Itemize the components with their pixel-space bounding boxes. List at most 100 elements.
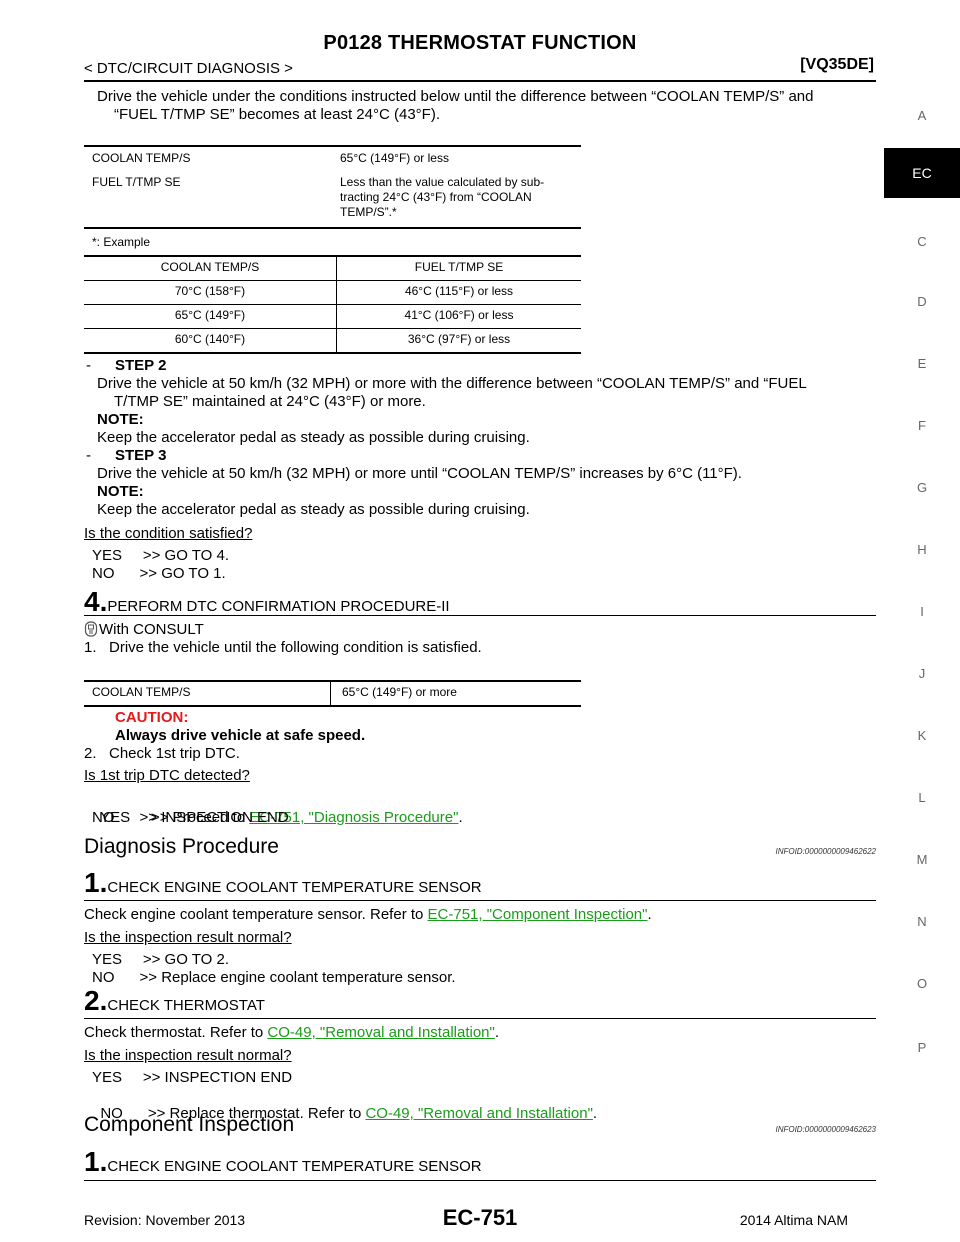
- link-removal-installation[interactable]: CO-49, "Removal and Installation": [365, 1105, 593, 1122]
- body-suffix: .: [494, 1024, 500, 1041]
- table-row: 65°C (149°F) 41°C (106°F) or less: [84, 304, 581, 329]
- sidebar-item-h[interactable]: H: [917, 542, 927, 557]
- step4-rule: [84, 615, 876, 616]
- consult-label: With CONSULT: [99, 621, 204, 638]
- sidebar-item-j[interactable]: J: [918, 666, 926, 681]
- comp-step1-rule: [84, 1180, 876, 1181]
- header-rule: [84, 80, 876, 82]
- caution-text: Always drive vehicle at safe speed.: [115, 727, 366, 744]
- sidebar-item-o[interactable]: O: [916, 976, 928, 991]
- sidebar-item-d[interactable]: D: [917, 294, 927, 309]
- answer-no: NO >> Replace thermostat. Refer to CO-49…: [92, 1087, 597, 1123]
- intro-line1: Drive the vehicle under the conditions i…: [97, 88, 814, 105]
- sidebar-item-k[interactable]: K: [917, 728, 927, 743]
- sidebar-item-ec[interactable]: EC: [884, 148, 960, 198]
- sidebar-item-m[interactable]: M: [916, 852, 928, 867]
- question-dtc: Is 1st trip DTC detected?: [84, 767, 250, 784]
- sidebar-item-g[interactable]: G: [916, 480, 928, 495]
- caution-label: CAUTION:: [115, 709, 189, 726]
- sidebar-item-e[interactable]: E: [917, 356, 927, 371]
- step-number: 4.: [84, 586, 108, 617]
- step2-label: STEP 2: [115, 357, 167, 374]
- consult-icon: [84, 621, 98, 642]
- footer-page-number: EC-751: [442, 1205, 518, 1230]
- table2-bottom-rule: [84, 352, 581, 354]
- table-row: 60°C (140°F) 36°C (97°F) or less: [84, 328, 581, 352]
- answer-suffix: .: [592, 1105, 598, 1122]
- link-component-inspection[interactable]: EC-751, "Component Inspection": [427, 906, 648, 923]
- diag-step1-text: Check engine coolant temperature sensor.…: [84, 906, 652, 924]
- body-suffix: .: [647, 906, 652, 923]
- heading-diagnosis-procedure: Diagnosis Procedure: [84, 835, 279, 858]
- step2-line2: T/TMP SE” maintained at 24°C (43°F) or m…: [114, 393, 426, 410]
- step2-note-label: NOTE:: [97, 411, 144, 428]
- answer-text: NO >> Replace thermostat. Refer to: [100, 1105, 366, 1122]
- diag-step2-heading: 2.CHECK THERMOSTAT: [84, 987, 265, 1015]
- step-title: CHECK ENGINE COOLANT TEMPERATURE SENSOR: [107, 879, 482, 896]
- answer-no: NO >> Replace engine coolant temperature…: [92, 969, 456, 986]
- sidebar-item-l[interactable]: L: [918, 790, 926, 805]
- link-diagnosis-procedure[interactable]: EC-751, "Diagnosis Procedure": [249, 809, 459, 826]
- info-id: INFOID:0000000009462622: [775, 847, 876, 856]
- table-cell: COOLAN TEMP/S: [92, 151, 191, 165]
- engine-model: [VQ35DE]: [800, 56, 874, 73]
- sidebar-item-c[interactable]: C: [917, 234, 927, 249]
- table1-bottom-rule: [84, 227, 581, 229]
- table-header: FUEL T/TMP SE: [414, 260, 504, 274]
- table2: COOLAN TEMP/S FUEL T/TMP SE 70°C (158°F)…: [84, 257, 581, 352]
- sidebar-item-f[interactable]: F: [918, 418, 926, 433]
- question-inspection: Is the inspection result normal?: [84, 1047, 292, 1064]
- answer-suffix: .: [458, 809, 463, 826]
- table3-label: COOLAN TEMP/S: [92, 685, 191, 699]
- step-title: CHECK THERMOSTAT: [107, 997, 265, 1014]
- table-cell: 70°C (158°F): [84, 280, 337, 305]
- comp-step1-heading: 1.CHECK ENGINE COOLANT TEMPERATURE SENSO…: [84, 1148, 482, 1176]
- step3-label: STEP 3: [115, 447, 167, 464]
- table-cell: 60°C (140°F): [84, 328, 337, 352]
- table-cell: 36°C (97°F) or less: [407, 332, 511, 346]
- sidebar-item-n[interactable]: N: [917, 914, 927, 929]
- question-condition: Is the condition satisfied?: [84, 525, 253, 542]
- intro-line2: “FUEL T/TMP SE” becomes at least 24°C (4…: [114, 106, 440, 123]
- table-row: FUEL T/TMP SE Less than the value calcul…: [84, 169, 581, 223]
- question-inspection: Is the inspection result normal?: [84, 929, 292, 946]
- table1-top-rule: [84, 145, 581, 147]
- table1-note: *: Example: [92, 235, 151, 249]
- table-cell: 46°C (115°F) or less: [404, 284, 514, 298]
- diag-step1-heading: 1.CHECK ENGINE COOLANT TEMPERATURE SENSO…: [84, 869, 482, 897]
- answer-yes: YES >> GO TO 2.: [92, 951, 230, 968]
- table-cell: Less than the value calculated by sub- t…: [340, 175, 545, 219]
- diag-step2-rule: [84, 1018, 876, 1019]
- footer-model: 2014 Altima NAM: [739, 1212, 848, 1228]
- table3-divider: [330, 681, 331, 706]
- table-cell: 65°C (149°F) or less: [340, 151, 449, 165]
- answer-yes: YES >> GO TO 4.: [92, 547, 230, 564]
- answer-no: NO >> GO TO 1.: [92, 565, 226, 582]
- footer-revision: Revision: November 2013: [84, 1212, 246, 1228]
- sidebar-item-a[interactable]: A: [917, 108, 927, 123]
- body-text: Check thermostat. Refer to: [84, 1024, 268, 1041]
- diag-step1-rule: [84, 900, 876, 901]
- diag-step2-text: Check thermostat. Refer to CO-49, "Remov…: [84, 1024, 499, 1042]
- step4-item2: 2. Check 1st trip DTC.: [84, 745, 240, 762]
- link-removal-installation[interactable]: CO-49, "Removal and Installation": [267, 1024, 495, 1041]
- step-title: PERFORM DTC CONFIRMATION PROCEDURE-II: [107, 598, 450, 615]
- table-cell: FUEL T/TMP SE: [92, 175, 181, 189]
- table-header-row: COOLAN TEMP/S FUEL T/TMP SE: [84, 257, 581, 281]
- table1: COOLAN TEMP/S 65°C (149°F) or less FUEL …: [84, 148, 581, 223]
- table3-bottom-rule: [84, 705, 581, 707]
- page-title: P0128 THERMOSTAT FUNCTION: [323, 32, 637, 54]
- answer-yes: YES >> INSPECTION END: [92, 1069, 293, 1086]
- answer-no: NO >> INSPECTION END: [92, 809, 289, 826]
- sidebar-item-i[interactable]: I: [920, 604, 924, 619]
- sidebar-item-p[interactable]: P: [917, 1040, 927, 1055]
- step2-line1: Drive the vehicle at 50 km/h (32 MPH) or…: [97, 375, 807, 392]
- step2-note-text: Keep the accelerator pedal as steady as …: [97, 429, 530, 446]
- step3-note-text: Keep the accelerator pedal as steady as …: [97, 501, 530, 518]
- table3-top-rule: [84, 680, 581, 682]
- step4-item1: 1. Drive the vehicle until the following…: [84, 639, 482, 656]
- step4-heading: 4.PERFORM DTC CONFIRMATION PROCEDURE-II: [84, 588, 450, 616]
- table-row: COOLAN TEMP/S 65°C (149°F) or less: [84, 148, 581, 169]
- table3-value: 65°C (149°F) or more: [342, 685, 457, 699]
- section-label: < DTC/CIRCUIT DIAGNOSIS >: [84, 60, 293, 77]
